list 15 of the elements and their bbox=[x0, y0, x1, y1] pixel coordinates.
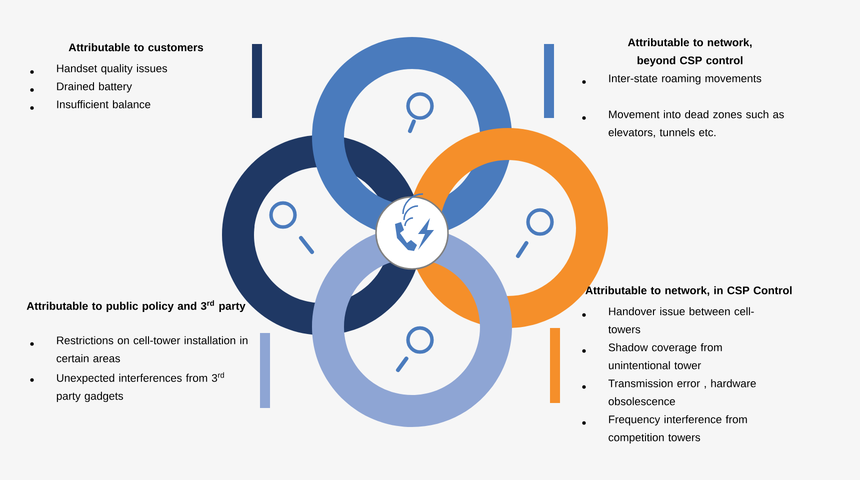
bullet-text: Handover issue between cell-towers bbox=[608, 307, 754, 334]
bullet-text: Movement into dead zones such as elevators, tunnels etc. bbox=[608, 110, 784, 138]
bullet-text: Insufficient balance bbox=[57, 100, 150, 108]
bullet-text: Inter-state roaming movements bbox=[609, 74, 762, 84]
bullet-text: Shadow coverage from unintentional tower bbox=[608, 343, 722, 370]
bullet-text: Transmission error , hardware obsolescence bbox=[608, 379, 756, 406]
bullet-text: Restrictions on cell-tower installation in certain areas bbox=[56, 336, 248, 362]
bullet-text: Frequency interference from competition towers bbox=[608, 415, 747, 444]
bullet-text: Handset quality issues bbox=[57, 64, 168, 74]
heading: Attributable to network, beyond CSP control bbox=[628, 38, 752, 66]
heading: Attributable to network, in CSP Control bbox=[585, 286, 792, 296]
heading: Attributable to customers bbox=[68, 43, 204, 52]
bullet-text: Drained battery bbox=[57, 82, 132, 92]
heading: Attributable to public policy and 3$^{rd}$ party bbox=[26, 300, 246, 312]
bullet-text: Unexpected interferences from 3$^{rd}$ party gadgets bbox=[56, 372, 224, 402]
